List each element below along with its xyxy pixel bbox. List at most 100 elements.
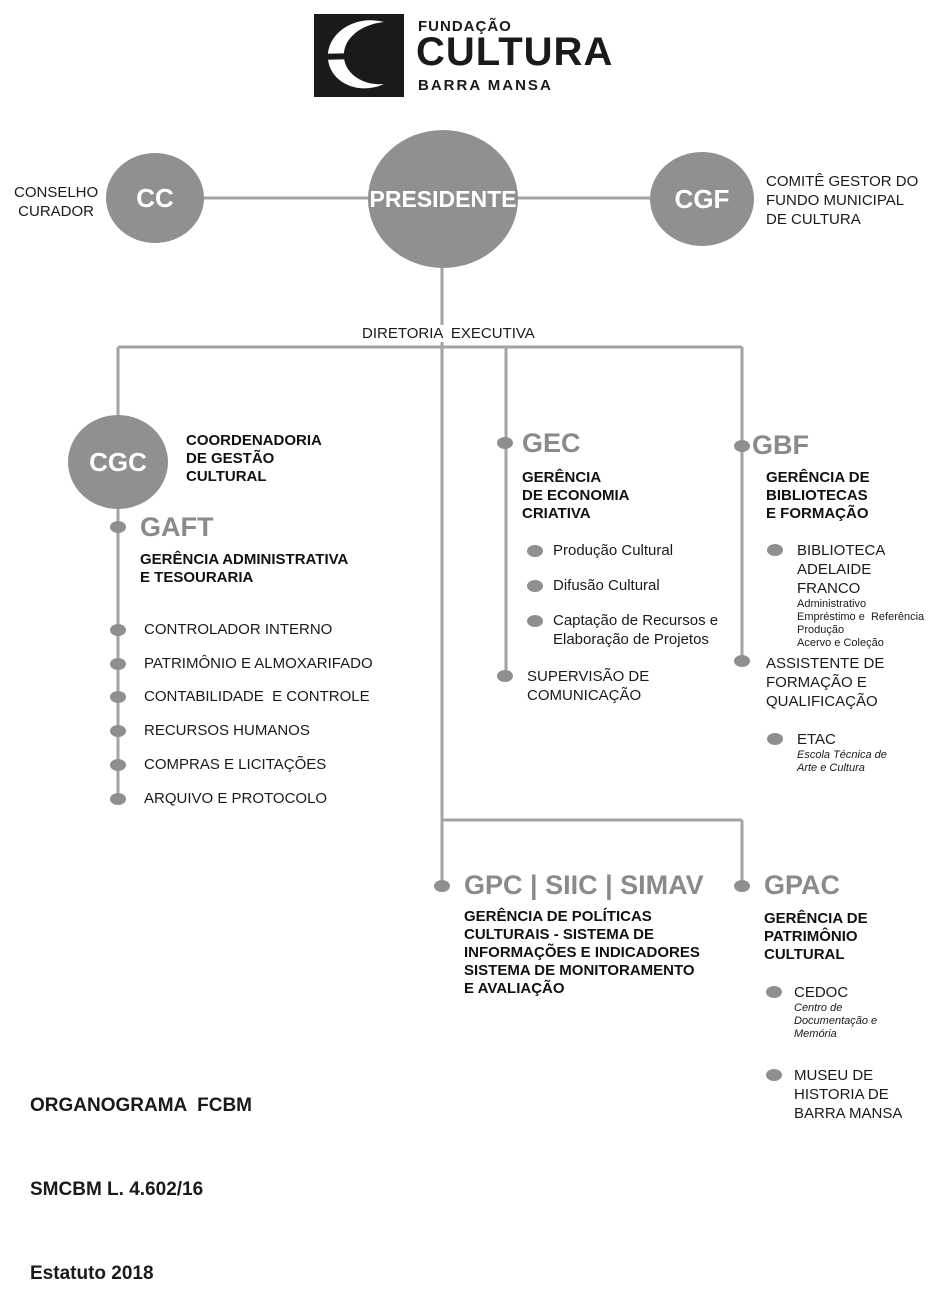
cc-label: CONSELHO CURADOR [14,183,98,221]
gpac-cedoc-sub: Memória [794,1028,837,1040]
gpac-museu: MUSEU DE HISTORIA DE BARRA MANSA [794,1066,902,1123]
gaft-title-line: E TESOURARIA [140,569,254,586]
gaft-title: GERÊNCIA ADMINISTRATIVA E TESOURARIA [140,551,348,587]
gec-title-line: GERÊNCIA [522,469,602,486]
gec-item-dot [527,615,543,627]
gbf-assistente: ASSISTENTE DE FORMAÇÃO E QUALIFICAÇÃO [766,654,884,711]
gec-item: Captação de Recursos e [553,612,719,629]
gbf-assistente-dot [734,655,750,667]
gbf-title-line: BIBLIOTECAS [766,487,868,504]
gbf-etac-dot [767,733,783,745]
cgf-label-line: FUNDO MUNICIPAL [766,192,905,209]
gpac-code: GPAC [764,870,841,900]
gaft-item: RECURSOS HUMANOS [144,722,310,739]
gec-supervisao: SUPERVISÃO DE COMUNICAÇÃO [527,667,649,705]
cgc-title-line: COORDENADORIA [186,432,322,449]
gec-supervisao-line: SUPERVISÃO DE [527,668,650,685]
gpac-title-line: PATRIMÔNIO [764,928,858,945]
logo-line1: FUNDAÇÃO [418,18,512,35]
gpac-cedoc: CEDOC Centro de Documentação e Memória [794,983,877,1041]
gec-item: Produção Cultural [553,542,674,559]
gaft-item: PATRIMÔNIO E ALMOXARIFADO [144,655,373,672]
gpac-cedoc-label: CEDOC [794,984,849,1001]
gpac-museu-dot [766,1069,782,1081]
gpac-title: GERÊNCIA DE PATRIMÔNIO CULTURAL [764,910,868,964]
gbf-biblioteca-sub: Acervo e Coleção [797,637,884,649]
gbf-title: GERÊNCIA DE BIBLIOTECAS E FORMAÇÃO [766,469,870,523]
gbf-biblioteca: BIBLIOTECA ADELAIDE FRANCO Administrativ… [797,541,930,650]
gec-supervisao-dot [497,670,513,682]
gaft-title-line: GERÊNCIA ADMINISTRATIVA [140,551,349,568]
gpc-code: GPC | SIIC | SIMAV [464,870,704,900]
cgf-label-line: DE CULTURA [766,211,861,228]
gaft-code: GAFT [140,512,214,542]
gbf-assistente-line: FORMAÇÃO E [766,674,867,691]
gpc-title-line: CULTURAIS - SISTEMA DE [464,926,654,943]
footer-line: ORGANOGRAMA FCBM [30,1095,252,1116]
gbf-assistente-line: QUALIFICAÇÃO [766,693,878,710]
gec-item-dot [527,545,543,557]
gbf-etac-sub: Arte e Cultura [797,762,865,774]
gpac-title-line: CULTURAL [764,946,845,963]
gpac-cedoc-sub: Centro de [794,1002,843,1014]
gbf-biblioteca-line: BIBLIOTECA [797,542,886,559]
gpc-title-line: E AVALIAÇÃO [464,980,565,997]
gpc-title-line: INFORMAÇÕES E INDICADORES [464,944,700,961]
gpc-title-line: SISTEMA DE MONITORAMENTO [464,962,695,979]
gbf-etac-sub: Escola Técnica de [797,749,887,761]
gbf-code: GBF [752,430,809,460]
cgc-title: COORDENADORIA DE GESTÃO CULTURAL [186,432,322,486]
gec-title-line: CRIATIVA [522,505,591,522]
gpc-dot [434,880,450,892]
gaft-item-dot [110,691,126,703]
gbf-etac-label: ETAC [797,731,836,748]
gbf-biblioteca-dot [767,544,783,556]
gbf-dot [734,440,750,452]
gaft-item-dot [110,624,126,636]
president-node: PRESIDENTE [368,130,518,268]
gbf-title-line: GERÊNCIA DE [766,469,870,486]
diretoria-executiva-label: DIRETORIA EXECUTIVA [362,325,535,342]
cgf-node: CGF [650,152,754,246]
gbf-biblioteca-sub: Produção [797,624,845,636]
gpac-cedoc-dot [766,986,782,998]
logo-mark [314,14,404,97]
logo-line2: CULTURA [416,30,614,74]
cgf-label: COMITÊ GESTOR DO FUNDO MUNICIPAL DE CULT… [766,172,918,229]
gaft-item-dot [110,658,126,670]
cgc-title-line: CULTURAL [186,468,267,485]
gbf-etac: ETAC Escola Técnica de Arte e Cultura [797,730,887,775]
gaft-dot [110,521,126,533]
footer-line: Estatuto 2018 [30,1263,154,1284]
gpac-cedoc-sub: Documentação e [794,1015,878,1027]
gpac-museu-line: BARRA MANSA [794,1105,903,1122]
gaft-item-dot [110,759,126,771]
cgf-label-line: COMITÊ GESTOR DO [766,173,919,190]
gaft-item-dot [110,725,126,737]
gec-supervisao-line: COMUNICAÇÃO [527,687,642,704]
gec-item-dot [527,580,543,592]
logo-line3: BARRA MANSA [418,77,553,94]
gbf-biblioteca-line: ADELAIDE FRANCO [797,561,872,597]
gaft-item: CONTROLADOR INTERNO [144,621,333,638]
gec-dot [497,437,513,449]
gaft-item: COMPRAS E LICITAÇÕES [144,756,327,773]
footer-line: SMCBM L. 4.602/16 [30,1179,204,1200]
gec-code: GEC [522,428,581,458]
cgc-node: CGC [68,415,168,509]
cc-node: CC [106,153,204,243]
gbf-biblioteca-sub: Administrativo [797,598,867,610]
gaft-item: ARQUIVO E PROTOCOLO [144,790,328,807]
gpc-title-line: GERÊNCIA DE POLÍTICAS [464,908,652,925]
gbf-title-line: E FORMAÇÃO [766,505,869,522]
gec-title: GERÊNCIA DE ECONOMIA CRIATIVA [522,469,630,523]
connector-lines [116,196,744,885]
gec-item: Elaboração de Projetos [553,631,709,648]
gec-item: Difusão Cultural [553,577,660,594]
cgc-title-line: DE GESTÃO [186,450,275,467]
gaft-item: CONTABILIDADE E CONTROLE [144,688,370,705]
gpac-museu-line: MUSEU DE [794,1067,874,1084]
gbf-assistente-line: ASSISTENTE DE [766,655,885,672]
gaft-item-dot [110,793,126,805]
gpc-title: GERÊNCIA DE POLÍTICAS CULTURAIS - SISTEM… [464,908,700,998]
